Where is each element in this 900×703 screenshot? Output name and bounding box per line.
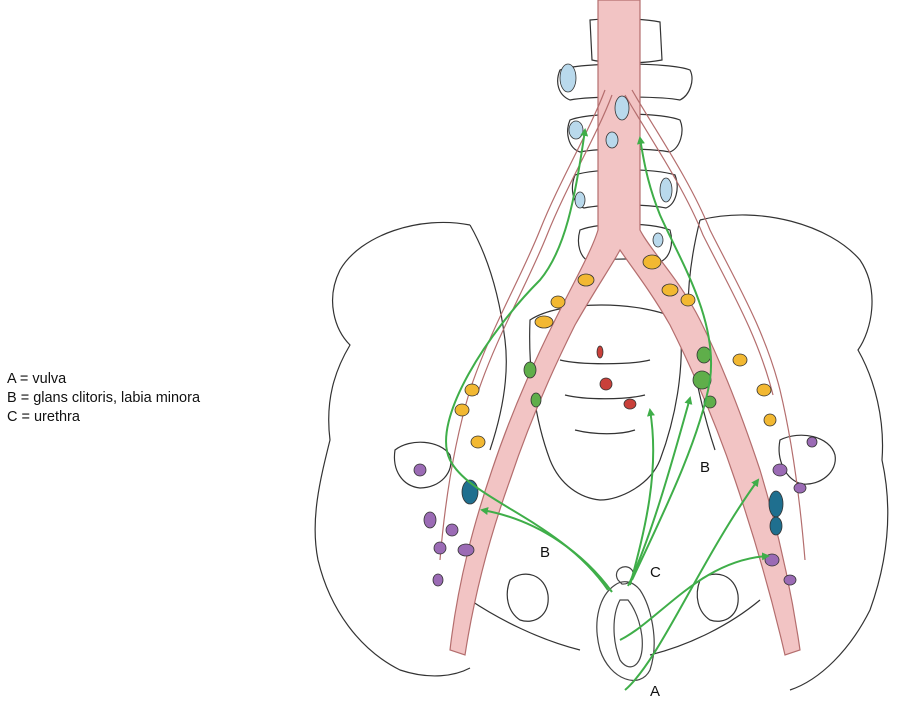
arrow-a-right-inguinal [625,480,758,690]
right-ureter [632,90,805,560]
presacral-nodes [597,346,636,409]
left-obturator [507,574,548,621]
label-b-left: B [540,544,550,561]
arrow-a-right-femoral [620,556,768,640]
label-b-right: B [700,459,710,476]
obturator-nodes [462,480,783,535]
label-a: A [650,683,660,700]
label-c: C [650,564,661,581]
right-obturator [697,574,738,621]
